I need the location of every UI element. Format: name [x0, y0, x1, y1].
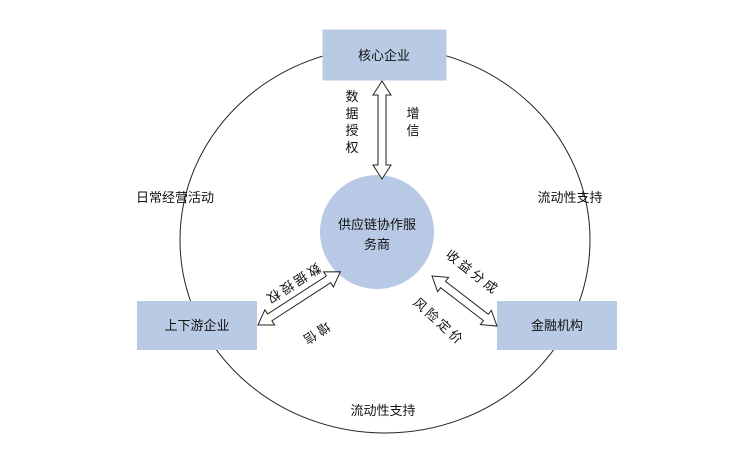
financial-institution-box — [497, 301, 617, 350]
double-arrow-upstream — [257, 271, 342, 326]
double-arrow-core — [372, 80, 392, 180]
service-provider-label-1: 供应链协作服 — [338, 217, 416, 233]
label-data-auth-3: 授 — [345, 124, 358, 139]
service-provider-label-2: 务商 — [364, 237, 390, 253]
service-provider-circle — [320, 175, 434, 289]
upstream-enterprise-box — [137, 301, 257, 350]
label-left-credit: 增信 — [297, 318, 332, 348]
label-credit-2: 信 — [406, 124, 419, 139]
label-credit-1: 增 — [406, 107, 419, 122]
label-data-auth-4: 权 — [345, 140, 358, 156]
core-enterprise-box — [322, 29, 447, 81]
label-data-auth-1: 数 — [345, 90, 358, 105]
label-data-auth-2: 据 — [345, 107, 358, 122]
financial-institution-label: 金融机构 — [531, 318, 583, 334]
label-liquidity-bottom: 流动性支持 — [350, 404, 415, 419]
core-enterprise-label: 核心企业 — [358, 48, 410, 64]
label-liquidity-right: 流动性支持 — [537, 191, 602, 206]
label-daily-operations: 日常经营活动 — [136, 191, 214, 206]
upstream-enterprise-label: 上下游企业 — [164, 318, 229, 334]
label-risk-pricing: 风险定价 — [410, 295, 468, 349]
double-arrow-finance — [431, 275, 498, 327]
